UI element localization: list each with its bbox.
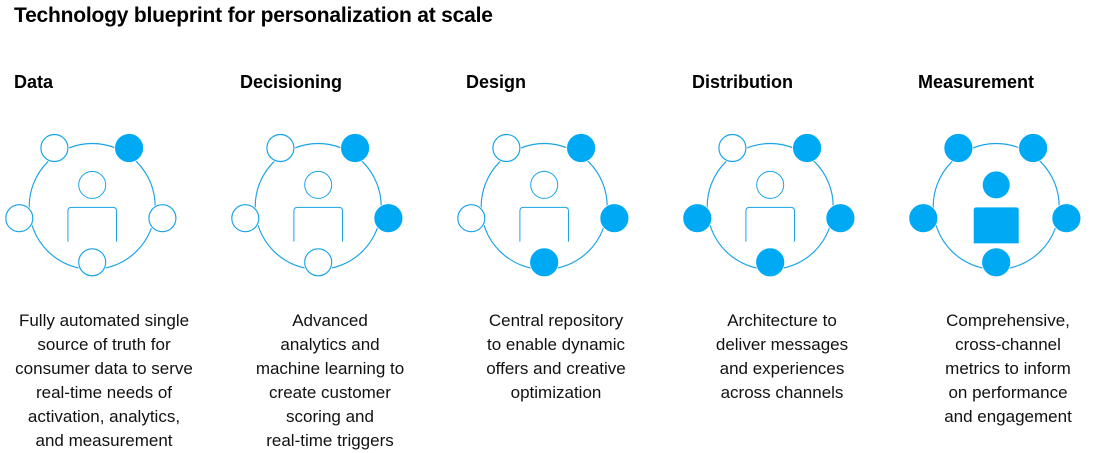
page-title: Technology blueprint for personalization… — [14, 4, 493, 27]
node-left-empty — [231, 204, 260, 233]
stage-label: Measurement — [918, 72, 1035, 92]
node-right-empty — [148, 204, 177, 233]
node-bottom-empty — [78, 248, 107, 277]
description-line: offers and creative — [486, 359, 626, 378]
person-icon-filled — [973, 171, 1019, 244]
stage-description: Advanced analytics and machine learning to… — [220, 309, 440, 453]
node-bottom-empty — [304, 248, 333, 277]
stage-description: Central repository to enable dynamic offer… — [446, 309, 666, 405]
stage-label: Distribution — [692, 72, 793, 92]
description-line: source of truth for — [37, 335, 171, 354]
description-line: consumer data to serve — [15, 359, 193, 378]
description-line: real-time needs of — [35, 383, 173, 402]
person-icon — [67, 170, 117, 242]
description-line: scoring and — [286, 407, 374, 426]
node-left-empty — [5, 204, 34, 233]
stage-description: Comprehensive, cross-channel metrics to in… — [898, 309, 1099, 429]
description-line: activation, analytics, — [27, 407, 181, 426]
stage-label: Design — [466, 72, 527, 92]
description-line: and engagement — [944, 407, 1072, 426]
node-top-right-filled — [567, 133, 596, 163]
stage-hub-diagram — [908, 133, 1082, 278]
description-line: across channels — [720, 383, 844, 402]
node-right-filled — [374, 204, 403, 233]
description-line: Architecture to — [727, 311, 837, 330]
description-line: optimization — [510, 383, 602, 402]
node-top-right-filled — [341, 133, 370, 163]
node-top-left-filled — [944, 133, 973, 163]
description-line: metrics to inform — [945, 359, 1071, 378]
person-icon — [745, 170, 795, 242]
node-top-left-empty — [40, 133, 69, 163]
node-top-left-empty — [492, 133, 521, 163]
description-line: create customer — [269, 383, 391, 402]
node-top-left-empty — [718, 133, 747, 163]
stage-hub-diagram — [682, 133, 856, 278]
description-line: Fully automated single — [18, 311, 190, 330]
stage-description: Architecture to deliver messages and exper… — [672, 309, 892, 405]
node-top-left-empty — [266, 133, 295, 163]
node-top-right-filled — [1019, 133, 1048, 163]
description-line: and experiences — [719, 359, 845, 378]
description-line: analytics and — [280, 335, 380, 354]
node-top-right-filled — [115, 133, 144, 163]
person-icon — [293, 170, 343, 242]
node-bottom-filled — [530, 248, 559, 277]
stage-description: Fully automated single source of truth fo… — [0, 309, 214, 453]
stage-hub-diagram — [456, 133, 630, 278]
description-line: Advanced — [292, 311, 368, 330]
description-line: Comprehensive, — [946, 311, 1070, 330]
node-bottom-filled — [982, 248, 1011, 277]
description-line: to enable dynamic — [487, 335, 625, 354]
description-line: machine learning to — [255, 359, 405, 378]
node-top-right-filled — [793, 133, 822, 163]
node-bottom-filled — [756, 248, 785, 277]
node-right-filled — [1052, 204, 1081, 233]
description-line: cross-channel — [955, 335, 1061, 354]
person-icon — [519, 170, 569, 242]
description-line: Central repository — [488, 311, 624, 330]
stage-hub-diagram — [4, 133, 178, 278]
description-line: on performance — [948, 383, 1068, 402]
node-right-filled — [826, 204, 855, 233]
stage-label: Decisioning — [240, 72, 343, 92]
stage-label: Data — [14, 72, 54, 92]
description-line: and measurement — [35, 431, 173, 450]
description-line: deliver messages — [715, 335, 849, 354]
node-left-filled — [683, 204, 712, 233]
node-left-filled — [909, 204, 938, 233]
stage-hub-diagram — [230, 133, 404, 278]
node-left-empty — [457, 204, 486, 233]
description-line: real-time triggers — [266, 431, 394, 450]
node-right-filled — [600, 204, 629, 233]
